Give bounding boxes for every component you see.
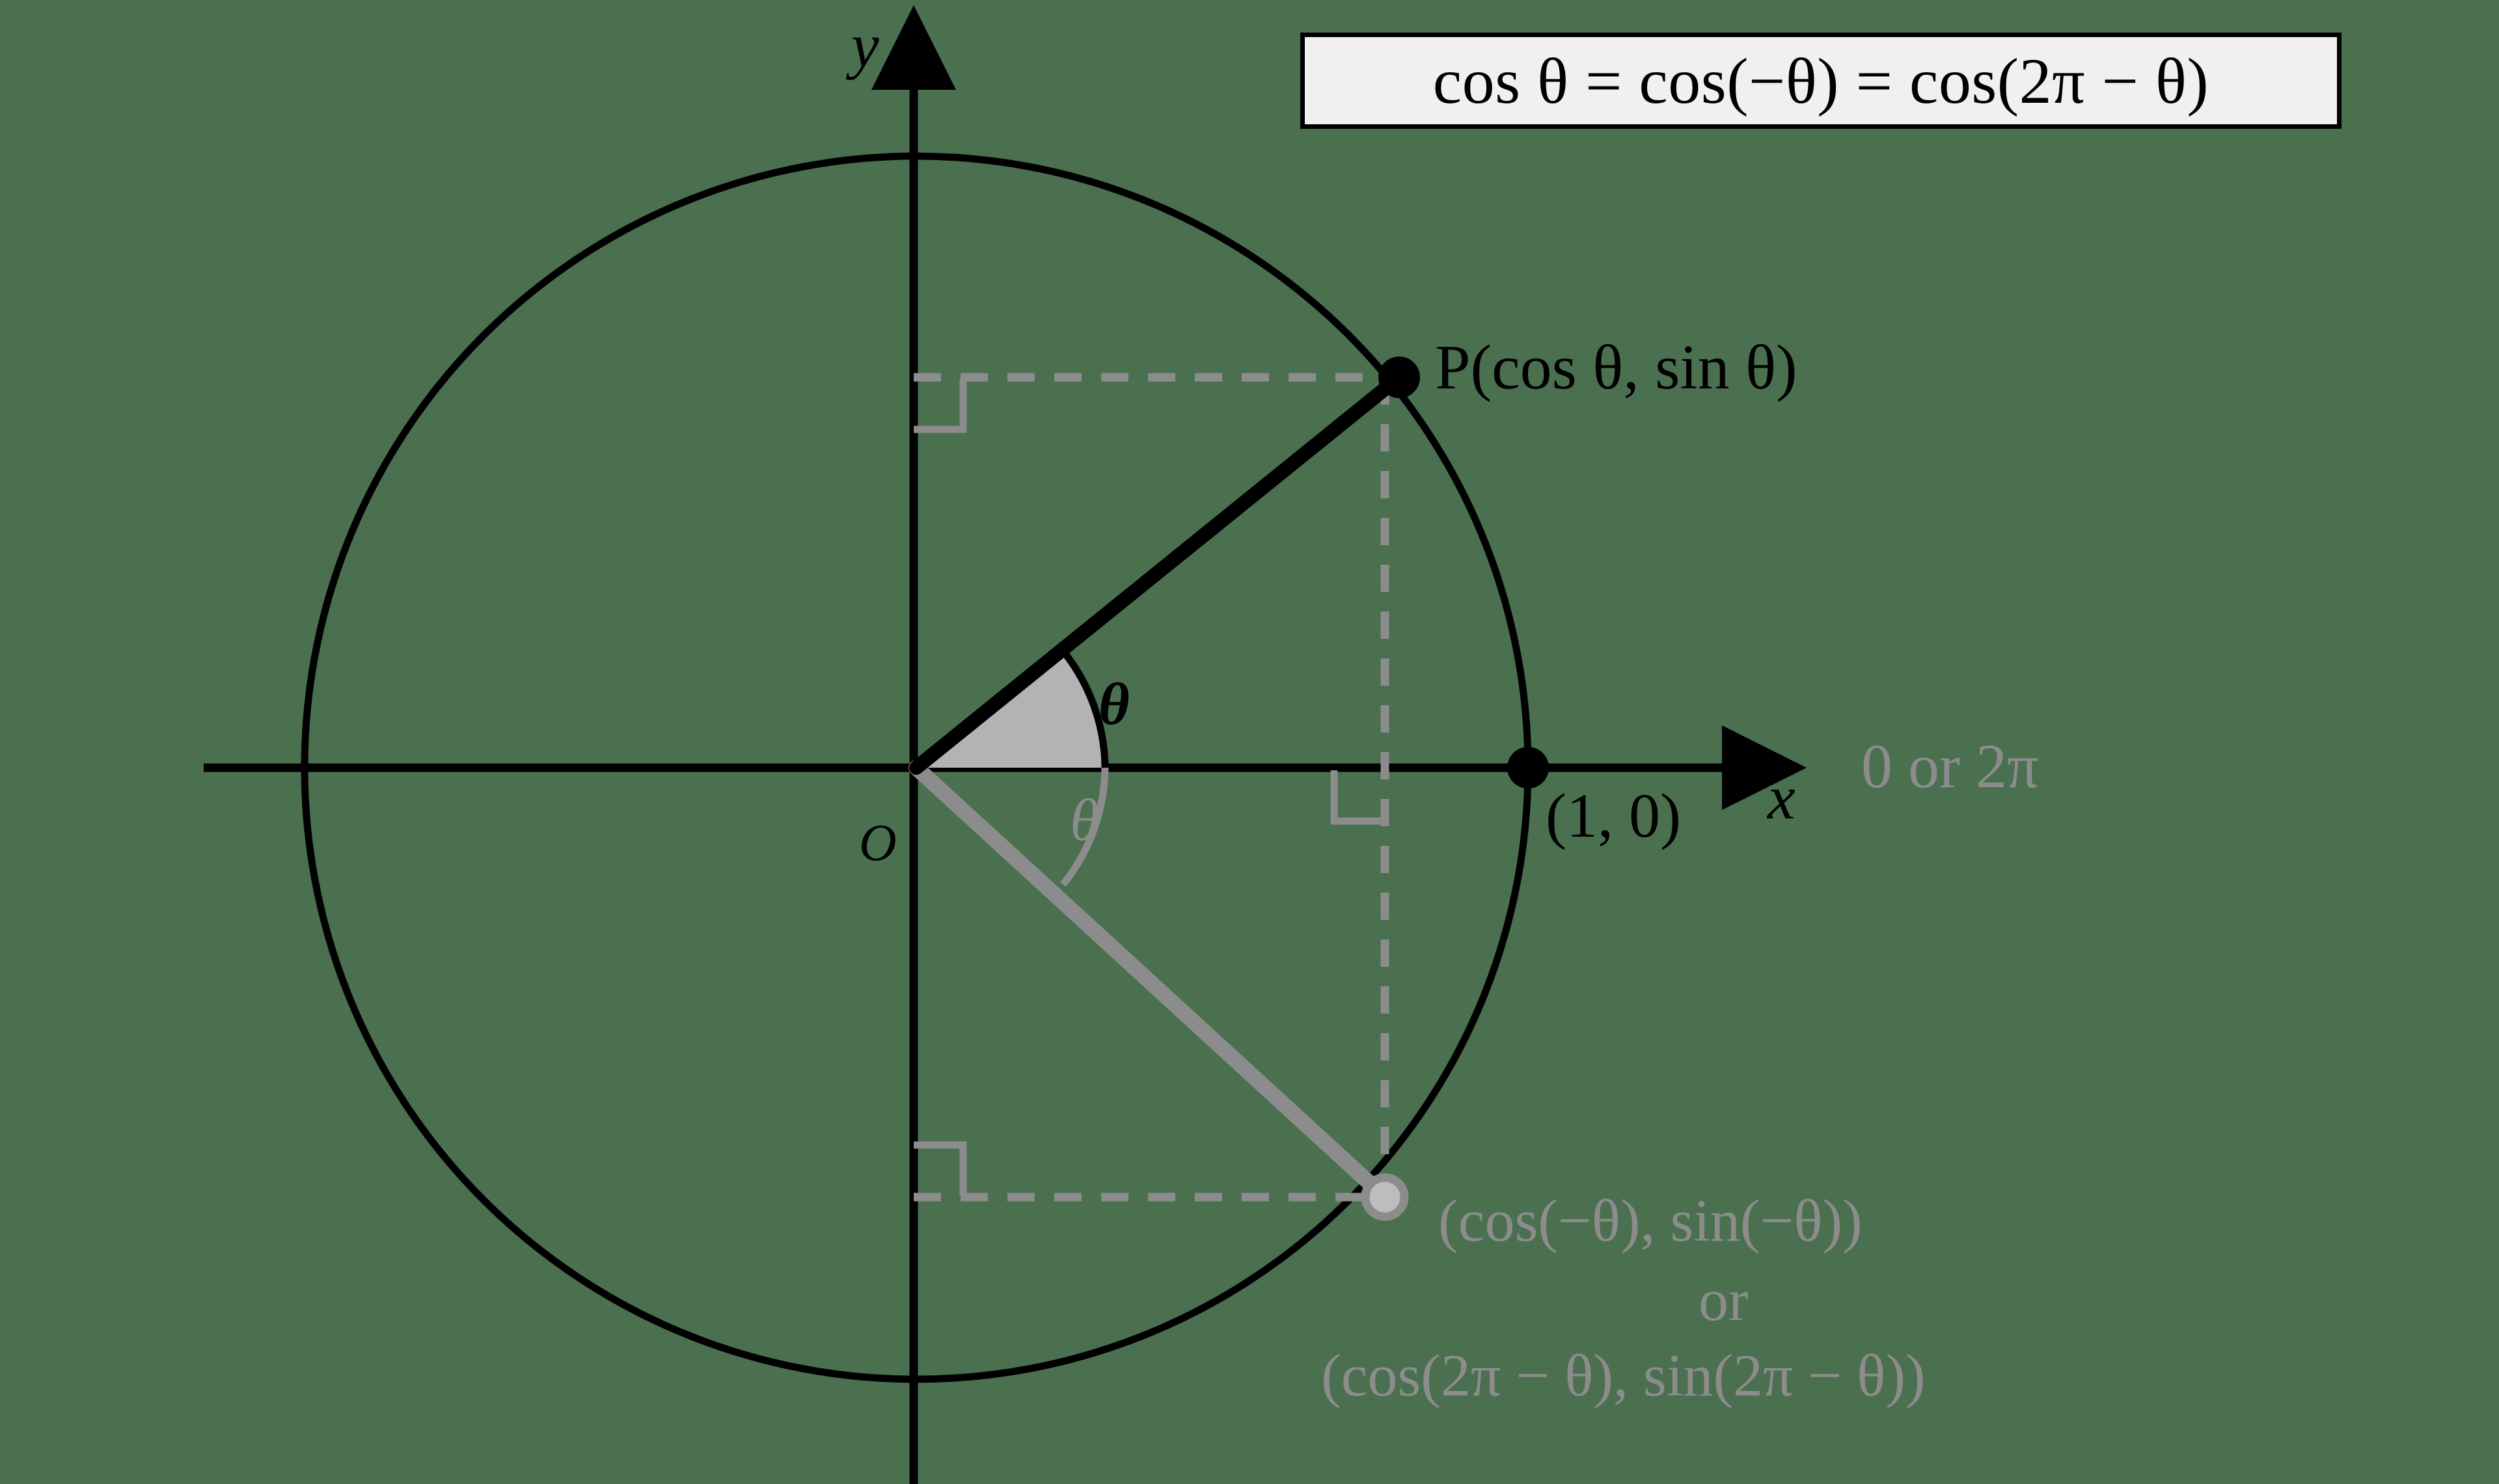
point-p-label: P(cos θ, sin θ) [1435, 332, 1797, 403]
zero-or-two-pi-label: 0 or 2π [1861, 731, 2039, 801]
point-p-marker[interactable] [1378, 357, 1420, 398]
origin-label: O [859, 815, 897, 872]
right-angle-marker-lower [914, 1141, 967, 1196]
x-axis-label: x [1768, 762, 1796, 832]
angle-arc-theta-lower [1060, 767, 1109, 887]
reflected-coords-or: or [1699, 1267, 1749, 1333]
right-angle-marker-upper [914, 379, 967, 433]
radius-to-point-p [909, 370, 1406, 775]
formula-box: cos θ = cos(−θ) = cos(2π − θ) [1300, 33, 2342, 129]
y-axis-label: y [851, 10, 879, 80]
radius-to-reflected-point [908, 760, 1393, 1205]
reflected-coords-line2: (cos(2π − θ), sin(2π − θ)) [1321, 1342, 1926, 1409]
reflected-point-marker[interactable] [1361, 1173, 1409, 1221]
formula-text: cos θ = cos(−θ) = cos(2π − θ) [1432, 44, 2209, 117]
angle-theta-lower-label: θ [1070, 787, 1100, 853]
unit-point-marker[interactable] [1507, 747, 1549, 789]
angle-theta-upper-label: θ [1099, 671, 1130, 737]
angle-arc-theta-upper [1060, 649, 1109, 768]
right-angle-marker-axis [1330, 770, 1384, 825]
reflected-coords-line1: (cos(−θ), sin(−θ)) [1438, 1187, 1863, 1254]
unit-point-label: (1, 0) [1546, 781, 1681, 850]
